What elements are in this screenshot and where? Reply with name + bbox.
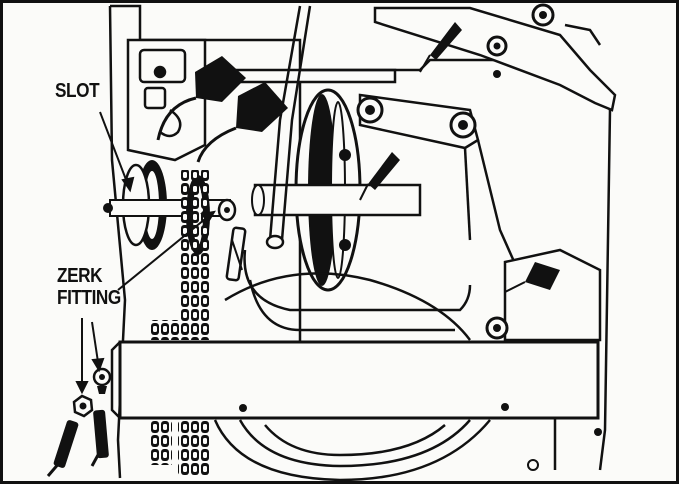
- zerk-label-line1: ZERK: [57, 265, 103, 287]
- frame-plate: [110, 340, 602, 471]
- control-lever: [373, 3, 617, 112]
- shift-rod: [243, 5, 472, 332]
- zerk-label-line2: FITTING: [57, 287, 121, 309]
- hex-nut-icon: [72, 394, 94, 418]
- slot-label-text: SLOT: [55, 80, 100, 102]
- idler-arm: [356, 93, 522, 276]
- grease-gun-icon: [46, 226, 247, 477]
- support-plate: [485, 248, 602, 342]
- leader-lines: [75, 111, 216, 395]
- drive-chain: [180, 170, 210, 340]
- sprocket-assembly: [103, 160, 237, 475]
- oil-can-icon: [156, 22, 560, 293]
- zerk-fitting-parts: [72, 367, 112, 418]
- wheel: [213, 272, 491, 482]
- pulley: [251, 88, 422, 292]
- upper-bracket: [126, 38, 207, 162]
- slot-label: SLOT: [55, 80, 100, 102]
- zerk-fitting-label: ZERK FITTING: [57, 265, 121, 309]
